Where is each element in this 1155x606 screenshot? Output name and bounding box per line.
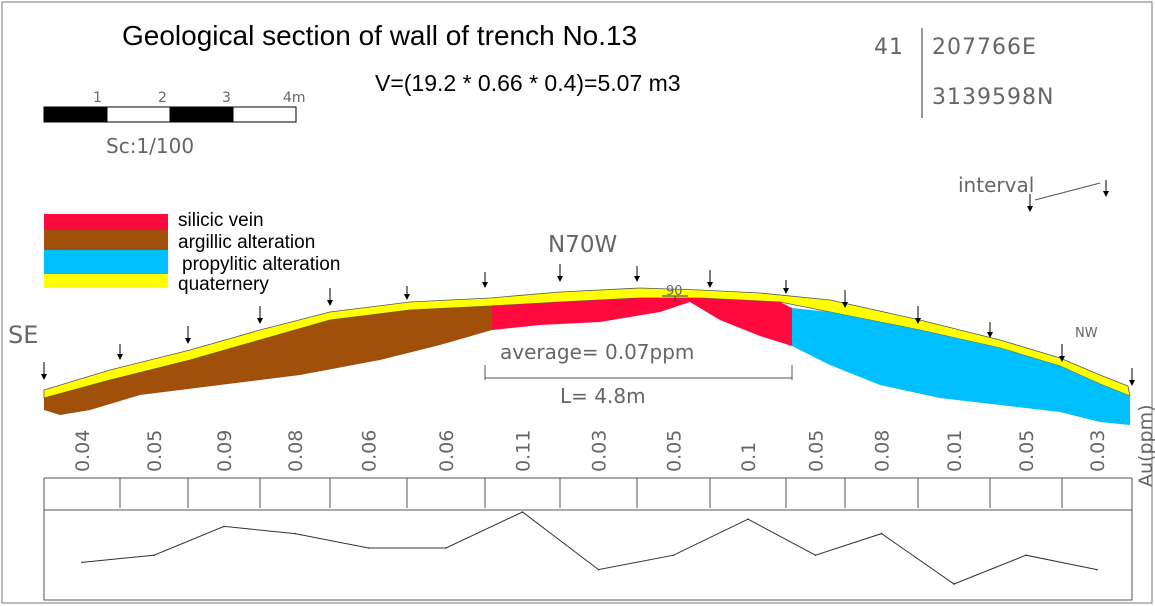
sample-arrowhead: [257, 318, 263, 324]
legend-label-propylitic: propylitic alteration: [182, 254, 340, 275]
propylitic-alteration-zone: [792, 308, 1130, 425]
scale-tick-1: 1: [93, 90, 102, 106]
au-data-point: [597, 568, 600, 571]
sample-arrowhead: [987, 332, 993, 338]
sample-arrowhead: [117, 354, 123, 360]
trench-profile: 90: [43, 284, 1131, 425]
au-data-point: [1096, 568, 1098, 571]
legend-swatch-quaternery: [44, 274, 168, 288]
sample-value-label: 0.01: [944, 430, 966, 472]
scale-tick-3: 3: [222, 90, 231, 106]
scale-tick-2: 2: [158, 90, 167, 106]
orientation-label: N70W: [548, 232, 617, 258]
argillic-alteration-zone: [44, 306, 492, 415]
au-data-point: [814, 554, 817, 556]
au-profile-chart: [81, 511, 1098, 585]
au-graph-box: [43, 509, 1133, 601]
sample-arrowhead: [482, 282, 488, 288]
sample-arrowhead: [404, 294, 410, 300]
scale-bar: 1 2 3 4m Sc:1/100: [43, 90, 306, 158]
au-data-point: [294, 532, 296, 535]
sample-arrowhead: [41, 374, 47, 380]
sample-arrowhead: [1129, 380, 1135, 386]
diagram-title: Geological section of wall of trench No.…: [122, 20, 637, 51]
sample-value-label: 0.05: [1016, 430, 1038, 472]
au-data-point: [223, 525, 225, 528]
interval-line: [1034, 182, 1101, 201]
au-data-point: [880, 532, 883, 535]
sample-value-label: 0.04: [72, 430, 94, 472]
au-data-point: [672, 554, 675, 556]
legend-label-argillic: argillic alteration: [178, 232, 315, 253]
sample-value-label: 0.05: [664, 430, 686, 472]
sample-value-label: 0.09: [214, 430, 236, 472]
utm-zone: 41: [874, 35, 904, 60]
sample-arrowhead: [1059, 356, 1065, 362]
silicic-vein-zone: [492, 298, 792, 346]
sample-arrows: [41, 264, 1135, 386]
average-label: average= 0.07ppm: [500, 340, 694, 364]
scale-tick-4: 4m: [283, 90, 306, 106]
average-bracket: average= 0.07ppm L= 4.8m: [484, 340, 793, 408]
length-label: L= 4.8m: [560, 384, 646, 408]
sample-arrowhead: [915, 318, 921, 324]
interval-label: interval: [958, 173, 1034, 197]
coordinates-block: 41 207766E 3139598N: [874, 28, 1054, 118]
sample-value-label: 0.11: [513, 430, 535, 472]
legend-label-quaternery: quaternery: [178, 274, 269, 295]
au-axis-label: Au(ppm): [1135, 405, 1155, 488]
northing: 3139598N: [932, 85, 1054, 110]
legend-swatch-argillic: [44, 230, 168, 250]
interval-arrowhead-left: [1027, 206, 1033, 212]
scale-segment-3: [169, 106, 234, 123]
sample-value-label: 0.08: [285, 430, 307, 472]
legend-swatch-silicic: [44, 214, 168, 230]
sample-value-label: 0.03: [1087, 430, 1109, 472]
au-data-point: [445, 547, 447, 549]
sample-value-label: 0.03: [589, 430, 611, 472]
scale-segment-2: [106, 106, 171, 123]
sample-arrowhead: [783, 288, 789, 294]
end-label-nw: NW: [1075, 326, 1098, 341]
sample-value-label: 0.1: [738, 442, 760, 472]
sample-arrowhead: [185, 338, 191, 344]
au-data-point: [953, 583, 955, 585]
sample-arrowhead: [557, 276, 563, 282]
sample-value-label: 0.05: [806, 430, 828, 472]
au-data-point: [747, 518, 749, 520]
legend-swatch-propylitic: [44, 250, 168, 274]
sample-value-label: 0.06: [359, 430, 381, 472]
au-data-point: [153, 554, 155, 556]
volume-formula: V=(19.2 * 0.66 * 0.4)=5.07 m3: [375, 70, 681, 96]
scale-caption: Sc:1/100: [106, 134, 194, 158]
sample-value-label: 0.08: [872, 430, 894, 472]
scale-segment-4: [232, 106, 297, 123]
au-data-point: [521, 511, 524, 513]
easting: 207766E: [932, 35, 1037, 60]
au-data-point: [1025, 554, 1027, 556]
au-data-point: [81, 561, 83, 564]
end-label-se: SE: [8, 321, 38, 349]
legend-label-silicic: silicic vein: [178, 210, 264, 231]
interval-indicator: interval: [958, 173, 1109, 212]
scale-segment-1: [43, 106, 108, 123]
sample-arrowhead: [707, 282, 713, 288]
au-data-point: [367, 547, 370, 549]
sample-arrowhead: [842, 302, 848, 308]
au-series-line: [81, 511, 1098, 585]
dip-value: 90: [666, 284, 683, 299]
sample-arrowhead: [327, 300, 333, 306]
interval-arrowhead-right: [1103, 191, 1109, 197]
sample-arrowhead: [634, 276, 640, 282]
sample-value-label: 0.06: [436, 430, 458, 472]
legend: silicic vein argillic alteration propyli…: [44, 210, 340, 295]
sample-value-label: 0.05: [144, 430, 166, 472]
samples-table: 0.04 0.05 0.09 0.08 0.06 0.06 0.11 0.03 0.05 0.1 0…: [43, 430, 1133, 601]
